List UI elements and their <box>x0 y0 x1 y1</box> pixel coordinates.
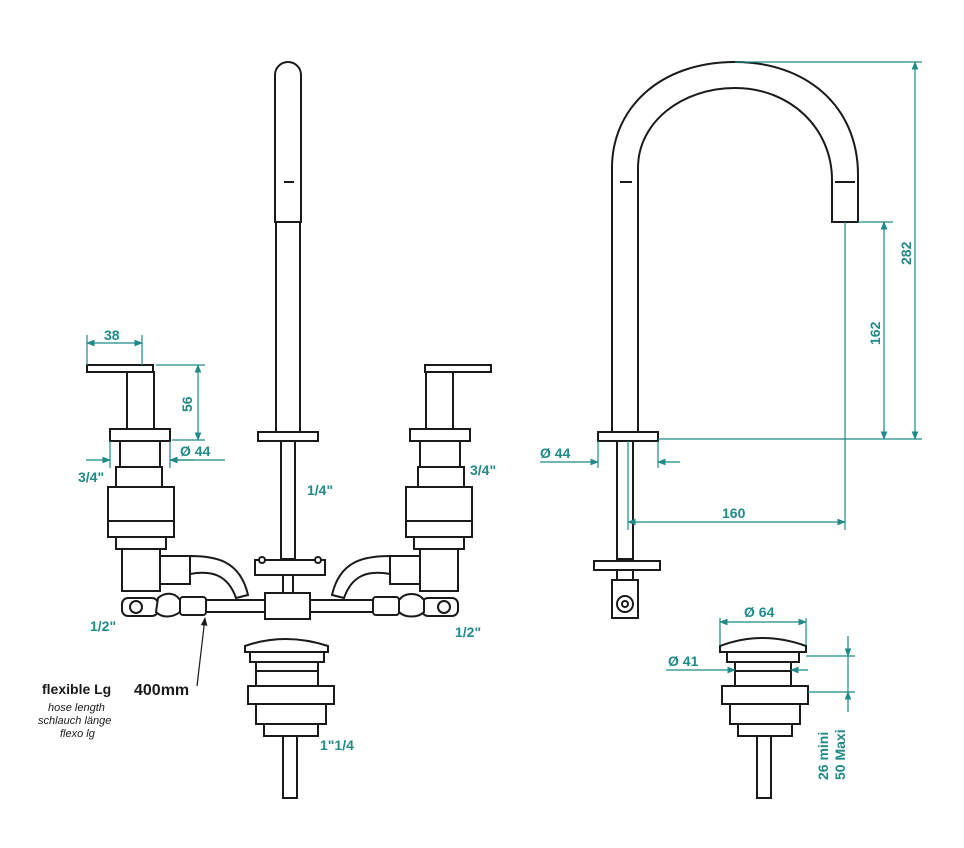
hose-note: flexible Lg 400mm hose length schlauch l… <box>38 617 208 740</box>
waste-thickness-max-label: 50 Maxi <box>832 729 848 780</box>
waste-thread-label: 1"1/4 <box>320 737 354 753</box>
hose-note-label: flexible Lg <box>42 681 111 697</box>
front-dimensions: 38 56 Ø 44 3/4" 3/4" 1/4" 1/2" 1/2" 1"1/… <box>78 327 496 753</box>
hose-translation-en: hose length <box>48 702 105 714</box>
total-height-label: 282 <box>898 241 914 265</box>
hose-note-length: 400mm <box>134 682 189 699</box>
waste-detail: Ø 64 Ø 41 26 mini 50 Maxi <box>666 604 855 799</box>
spout-clearance-label: 162 <box>867 321 883 345</box>
side-view: 282 162 160 Ø 44 <box>540 60 922 619</box>
spout-side <box>593 60 859 619</box>
handle-width-label: 38 <box>104 327 120 343</box>
handle-base-diameter-label: Ø 44 <box>180 443 211 459</box>
base-diameter-label: Ø 44 <box>540 445 571 461</box>
left-valve <box>86 364 250 617</box>
waste-body-diameter-label: Ø 41 <box>668 653 699 669</box>
spout-connection-label: 1/4" <box>307 482 333 498</box>
hose-connection-left-label: 1/2" <box>90 618 116 634</box>
spout-front <box>254 61 326 594</box>
spout-reach-label: 160 <box>722 505 746 521</box>
hose-translation-es: flexo lg <box>60 728 96 740</box>
side-dimensions: 282 162 160 Ø 44 <box>540 61 922 530</box>
waste-top-diameter-label: Ø 64 <box>744 604 775 620</box>
hose-assembly <box>154 592 425 620</box>
hose-translation-de: schlauch länge <box>38 715 111 727</box>
handle-height-label: 56 <box>179 396 195 412</box>
front-view: 38 56 Ø 44 3/4" 3/4" 1/4" 1/2" 1/2" 1"1/… <box>38 61 496 799</box>
inlet-left-label: 3/4" <box>78 469 104 485</box>
hose-connection-right-label: 1/2" <box>455 624 481 640</box>
right-valve <box>330 364 492 617</box>
waste-thickness-min-label: 26 mini <box>815 732 831 780</box>
waste-front <box>244 638 335 799</box>
inlet-right-label: 3/4" <box>470 462 496 478</box>
